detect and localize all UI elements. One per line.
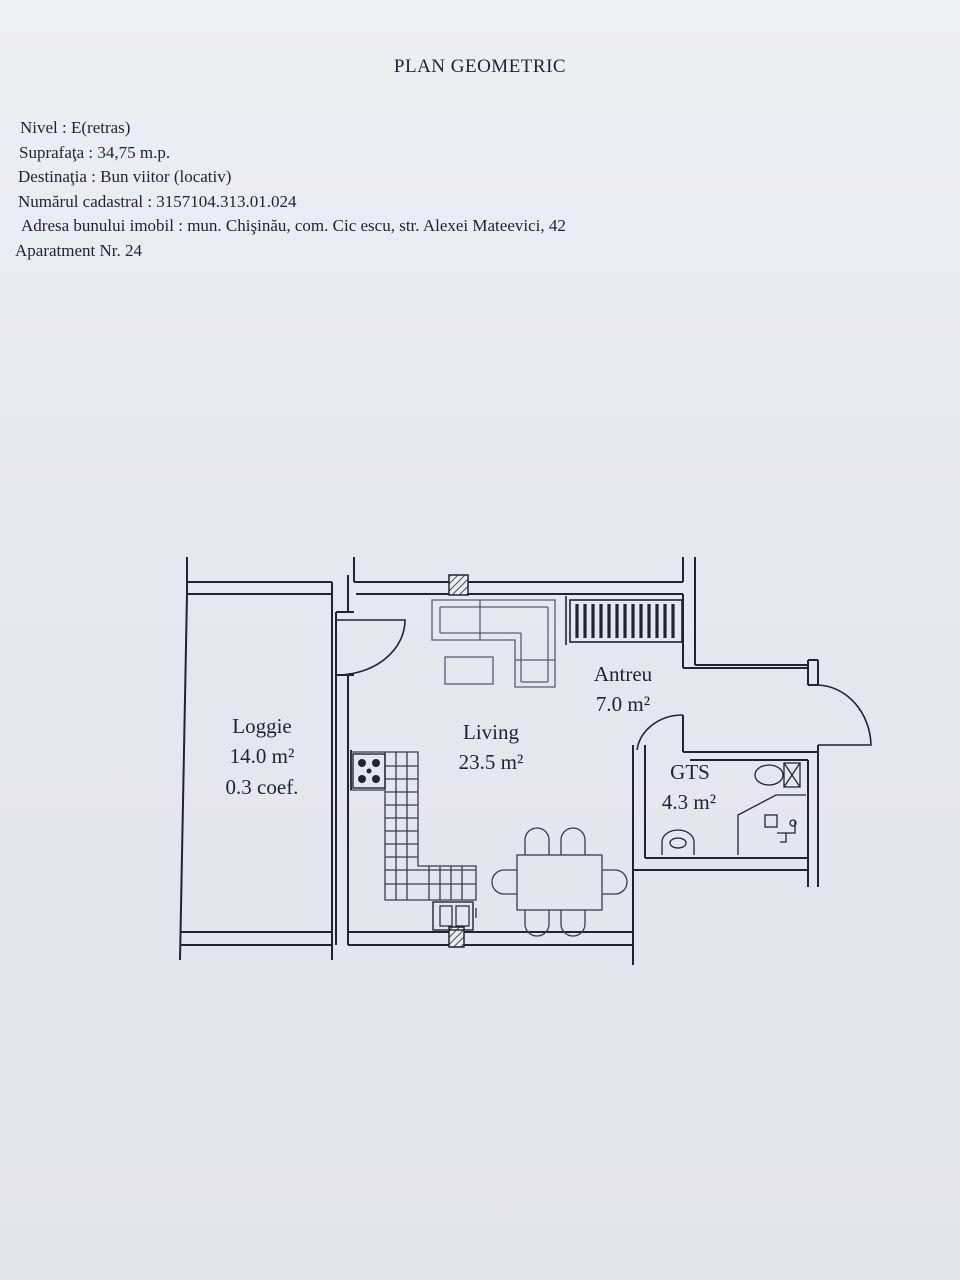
info-adresa: Adresa bunului imobil : mun. Chişinău, c… [21, 216, 566, 235]
info-block: Nivel : E(retras) Suprafaţa : 34,75 m.p.… [15, 116, 566, 263]
room-loggie-area: 14.0 m² [230, 744, 295, 768]
kitchen-counter [350, 751, 477, 901]
room-gts-area: 4.3 m² [662, 790, 716, 814]
coffee-table [444, 656, 494, 685]
room-gts-name: GTS [670, 760, 710, 784]
dining-table [491, 827, 628, 937]
info-apartament: Aparatment Nr. 24 [15, 240, 142, 260]
info-destinatia: Destinaţia : Bun viitor (locativ) [18, 167, 232, 186]
room-antreu-area: 7.0 m² [596, 692, 650, 716]
doors [336, 619, 872, 751]
room-living-area: 23.5 m² [459, 750, 524, 774]
kitchen-sink-icon [432, 901, 477, 931]
info-suprafata: Suprafaţa : 34,75 m.p. [19, 142, 171, 162]
wall-column-south [448, 926, 465, 948]
sofa [431, 599, 556, 688]
plan-walls [179, 557, 819, 965]
room-loggie-name: Loggie [232, 714, 291, 738]
room-living-name: Living [463, 720, 519, 744]
info-numar-cadastral: Numărul cadastral : 3157104.313.01.024 [18, 191, 297, 211]
room-antreu-name: Antreu [594, 662, 653, 686]
wall-column-north [448, 574, 469, 596]
document-title: PLAN GEOMETRIC [393, 56, 567, 77]
radiator [565, 596, 683, 645]
stove-icon [352, 753, 386, 789]
room-loggie-coef: 0.3 coef. [226, 775, 299, 799]
bathroom-fixtures [661, 762, 806, 855]
info-nivel: Nivel : E(retras) [20, 118, 131, 137]
